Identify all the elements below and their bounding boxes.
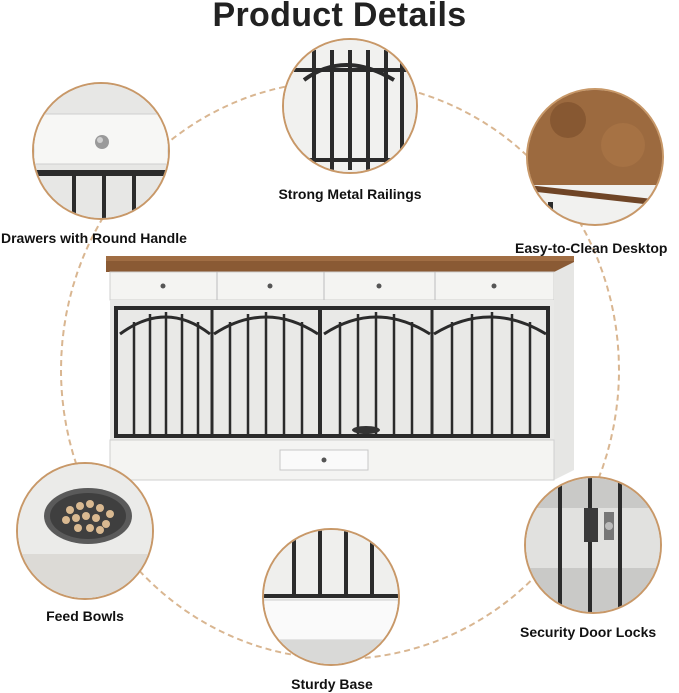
railings-label: Strong Metal Railings: [278, 186, 422, 202]
door-locks-label: Security Door Locks: [520, 624, 657, 640]
desktop-detail-image: [526, 88, 664, 226]
page-title: Product Details: [212, 0, 467, 34]
feed-bowls-label: Feed Bowls: [46, 608, 124, 624]
railings-detail-image: [282, 38, 418, 174]
drawers-label: Drawers with Round Handle: [1, 230, 187, 246]
desktop-label: Easy-to-Clean Desktop: [515, 240, 668, 256]
feed-bowls-detail-image: [16, 462, 154, 600]
drawers-detail-image: [32, 82, 170, 220]
sturdy-base-detail-image: [262, 528, 400, 666]
dog-crate-furniture-image: [106, 256, 574, 481]
sturdy-base-label: Sturdy Base: [291, 676, 373, 692]
door-locks-detail-image: [524, 476, 662, 614]
